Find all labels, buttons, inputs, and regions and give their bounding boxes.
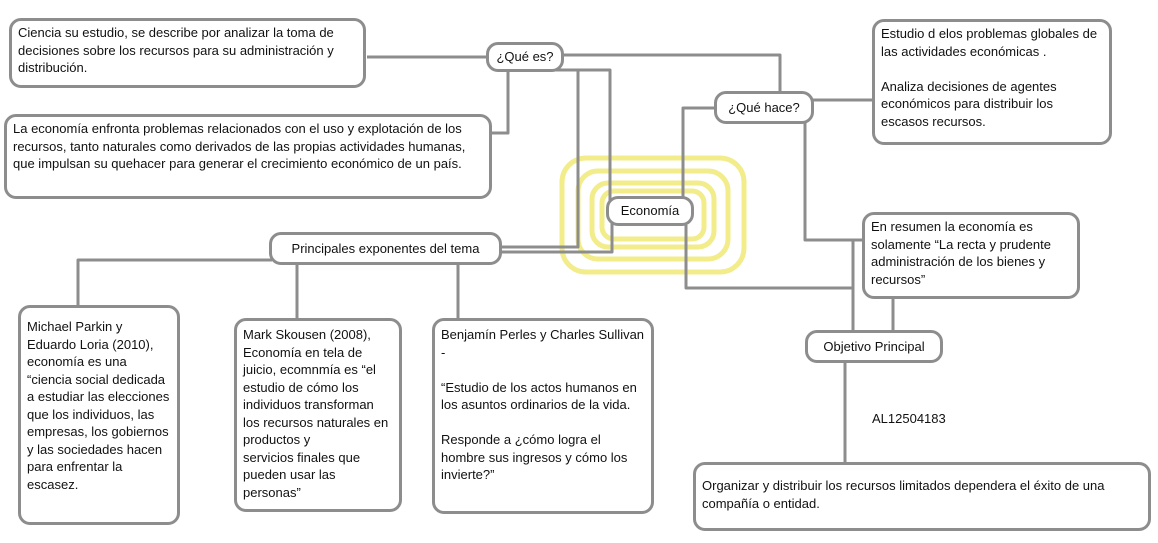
line-economia-bottom [684, 225, 853, 290]
exponente-item: Michael Parkin y Eduardo Loria (2010), e… [18, 305, 180, 525]
objetivo-principal-node: Objetivo Principal [805, 330, 943, 363]
highlight-ring [559, 155, 747, 275]
line-exponentes-economia [500, 222, 614, 254]
que-hace-text-box: Estudio d elos problemas globales de las… [872, 19, 1112, 145]
code-label: AL12504183 [872, 411, 946, 426]
objetivo-text-box: Organizar y distribuir los recursos limi… [693, 462, 1151, 531]
que-es-definition-box: Ciencia su estudio, se describe por anal… [9, 18, 366, 88]
economia-center-node: Economía [606, 196, 694, 226]
exponente-item: Benjamín Perles y Charles Sullivan - “Es… [432, 318, 654, 514]
highlight-ring [589, 180, 717, 250]
line-economia-que-es [548, 68, 612, 203]
resumen-box: En resumen la economía es solamente “La … [862, 212, 1080, 299]
line-group [76, 53, 895, 462]
line-que-es-problems [492, 70, 510, 135]
economia-highlight [559, 155, 747, 275]
line-que-hace-resumen [803, 122, 866, 242]
que-es-node: ¿Qué es? [486, 42, 564, 72]
highlight-ring [599, 188, 707, 242]
line-economia-que-hace [681, 106, 715, 203]
line-que-es-trunk [500, 70, 580, 249]
exponente-item: Mark Skousen (2008), Economía en tela de… [234, 318, 402, 512]
que-es-problems-box: La economía enfronta problemas relaciona… [4, 114, 492, 199]
que-hace-node: ¿Qué hace? [714, 91, 814, 124]
line-top-que-hace [548, 53, 782, 95]
principales-exponentes-node: Principales exponentes del tema [269, 232, 502, 265]
line-exponentes-branch [76, 258, 272, 305]
